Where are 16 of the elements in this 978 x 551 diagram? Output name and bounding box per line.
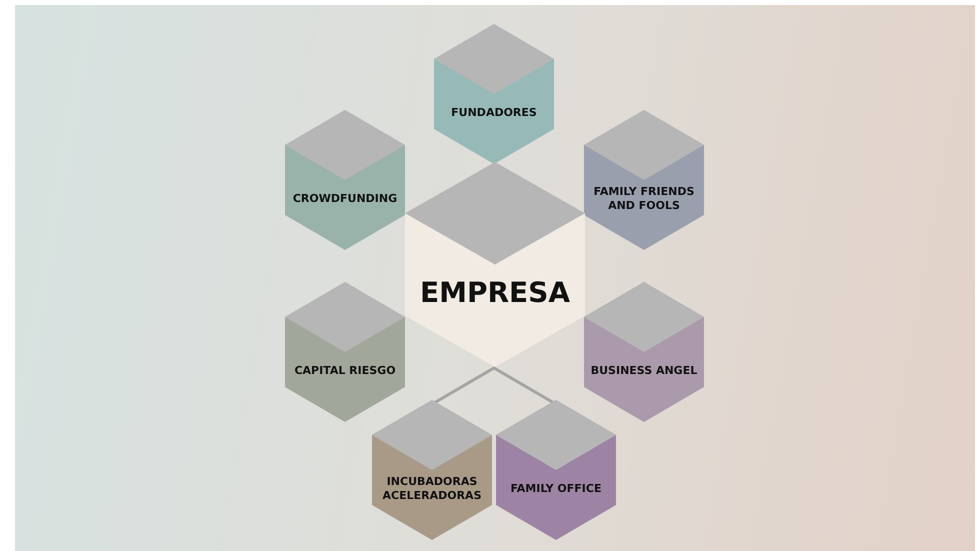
cube-label: CROWDFUNDING: [292, 192, 398, 206]
cube-label: FAMILY OFFICE: [510, 482, 602, 496]
cube-shape: [584, 110, 704, 250]
cube-shape: [405, 162, 585, 367]
cube-label: FUNDADORES: [451, 106, 537, 120]
cube-shape: [285, 110, 405, 250]
cube-label: BUSINESS ANGEL: [590, 364, 698, 378]
cube-shape: [285, 282, 405, 422]
cube-label: EMPRESA: [420, 274, 570, 310]
cube-shape: [372, 400, 492, 540]
cube-label: CAPITAL RIESGO: [294, 364, 396, 378]
cube-shape: [434, 24, 554, 164]
cube-shape: [584, 282, 704, 422]
cube-label: INCUBADORAS ACELERADORAS: [382, 475, 482, 503]
cube-label: FAMILY FRIENDS AND FOOLS: [592, 185, 696, 213]
cube-shape: [496, 400, 616, 540]
